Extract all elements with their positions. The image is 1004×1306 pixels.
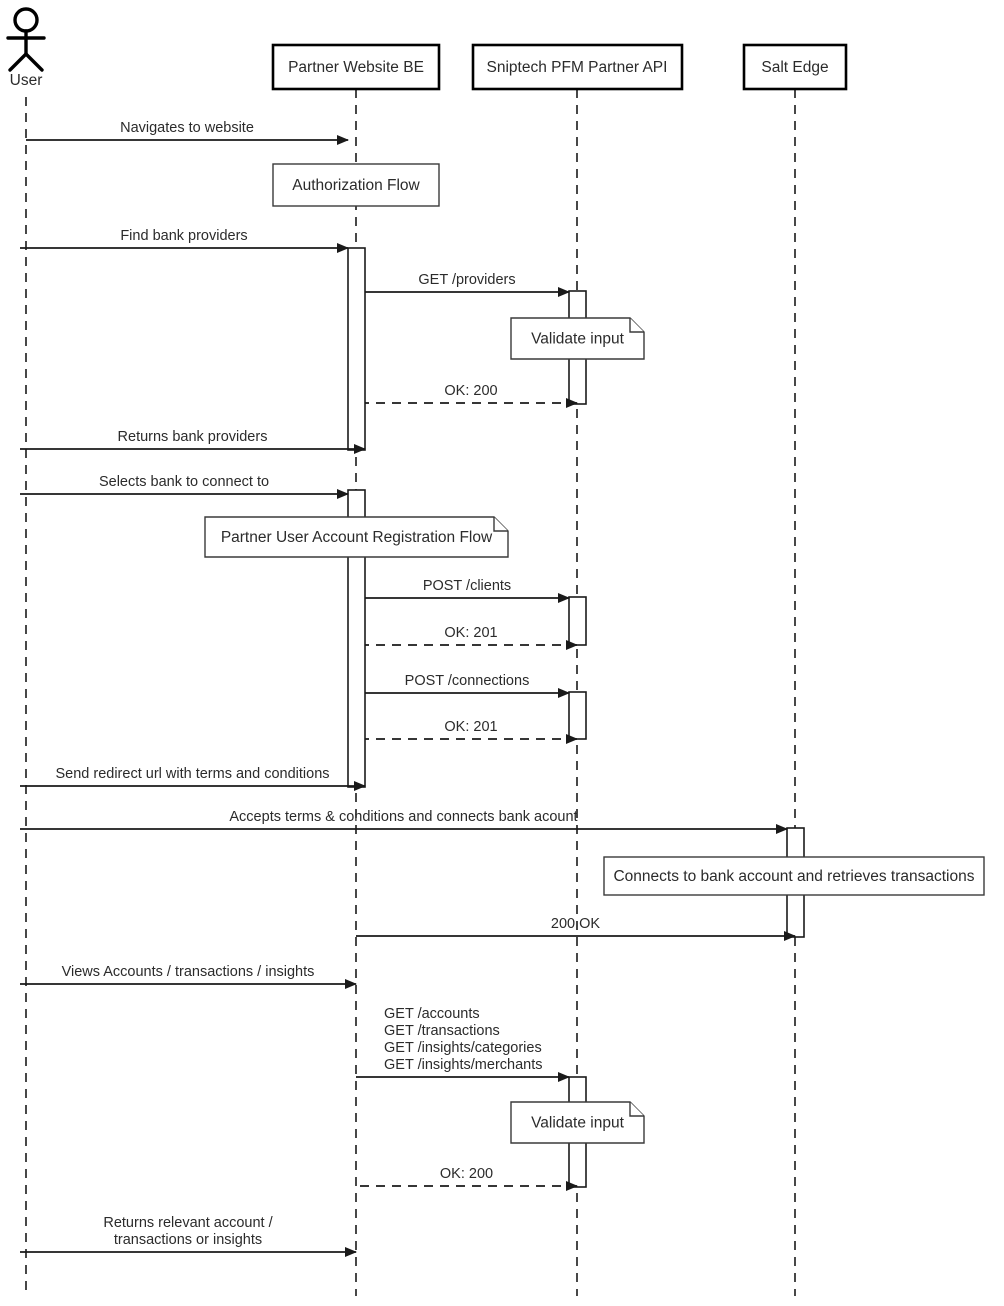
- participant-box-partner[interactable]: [271, 43, 441, 91]
- message-msg-ok-200-a[interactable]: OK: 200: [365, 383, 578, 408]
- message-label-msg-ok-200-b: OK: 200: [440, 1166, 493, 1182]
- message-label-msg-200-ok: 200 OK: [551, 916, 600, 932]
- message-msg-accepts-terms[interactable]: Accepts terms & conditions and connects …: [20, 809, 788, 834]
- note-validate-input-2[interactable]: Validate input: [510, 1101, 645, 1144]
- message-msg-navigates[interactable]: Navigates to website: [26, 120, 349, 145]
- participant-label-sniptech: Sniptech PFM Partner API: [487, 59, 668, 76]
- actor-leg-right-icon: [24, 52, 44, 72]
- message-msg-returns-prov[interactable]: Returns bank providers: [20, 429, 366, 454]
- note-label-registration-flow: Partner User Account Registration Flow: [221, 529, 493, 546]
- participant-label-saltedge: Salt Edge: [761, 59, 828, 76]
- actor-leg-left-icon: [8, 52, 28, 72]
- actor-layer: User: [6, 7, 46, 89]
- message-label-msg-get-batch-line-1: GET /accounts: [384, 1006, 480, 1022]
- message-msg-find-providers[interactable]: Find bank providers: [20, 228, 349, 253]
- participant-box-saltedge[interactable]: [742, 43, 848, 91]
- note-connects-to-bank[interactable]: Connects to bank account and retrieves t…: [603, 856, 985, 896]
- message-label-msg-selects-bank: Selects bank to connect to: [99, 474, 269, 490]
- activation-bar-partner-act-1: [347, 247, 366, 451]
- message-label-msg-get-providers: GET /providers: [418, 272, 515, 288]
- message-label-msg-find-providers: Find bank providers: [120, 228, 247, 244]
- message-msg-get-providers[interactable]: GET /providers: [365, 272, 570, 297]
- activation-bar-sniptech-act-3: [568, 691, 587, 740]
- message-label-msg-post-connections: POST /connections: [405, 673, 530, 689]
- message-msg-200-ok[interactable]: 200 OK: [356, 916, 796, 941]
- note-validate-input-1[interactable]: Validate input: [510, 317, 645, 360]
- activation-bar-sniptech-act-2: [568, 596, 587, 646]
- message-label-msg-ok-201-b: OK: 201: [444, 719, 497, 735]
- note-shape-validate-input-1: [510, 317, 645, 360]
- message-label-msg-get-batch-line-4: GET /insights/merchants: [384, 1057, 543, 1073]
- message-label-msg-redirect-url: Send redirect url with terms and conditi…: [55, 766, 329, 782]
- note-fold-icon-validate-input-1: [629, 318, 644, 333]
- note-shape-authorization-flow: [272, 163, 440, 207]
- message-label-msg-navigates: Navigates to website: [120, 120, 254, 136]
- message-label-msg-accepts-terms: Accepts terms & conditions and connects …: [229, 809, 577, 825]
- message-label-msg-ok-201-a: OK: 201: [444, 625, 497, 641]
- participant-saltedge[interactable]: Salt Edge: [742, 43, 848, 91]
- note-shape-registration-flow: [204, 516, 509, 558]
- note-registration-flow[interactable]: Partner User Account Registration Flow: [204, 516, 509, 558]
- lifelines-layer: [25, 89, 796, 1296]
- message-msg-views-accounts[interactable]: Views Accounts / transactions / insights: [20, 964, 357, 989]
- message-label-msg-ok-200-a: OK: 200: [444, 383, 497, 399]
- note-shape-validate-input-2: [510, 1101, 645, 1144]
- message-msg-post-clients[interactable]: POST /clients: [365, 578, 570, 603]
- note-authorization-flow[interactable]: Authorization Flow: [272, 163, 440, 207]
- note-fold-icon-registration-flow: [493, 517, 508, 532]
- actor-head-icon: [13, 7, 39, 33]
- actor-label-user: User: [10, 72, 43, 89]
- message-msg-ok-200-b[interactable]: OK: 200: [356, 1166, 578, 1191]
- message-label-msg-returns-relevant-line-1: Returns relevant account /: [103, 1215, 273, 1231]
- note-fold-icon-validate-input-2: [629, 1102, 644, 1117]
- participants-layer: Partner Website BE Sniptech PFM Partner A…: [271, 43, 848, 91]
- note-label-validate-input-2: Validate input: [531, 1115, 624, 1132]
- actor-user[interactable]: User: [6, 7, 46, 89]
- message-msg-selects-bank[interactable]: Selects bank to connect to: [20, 474, 349, 499]
- message-label-msg-views-accounts: Views Accounts / transactions / insights: [62, 964, 315, 980]
- participant-partner[interactable]: Partner Website BE: [271, 43, 441, 91]
- message-label-msg-post-clients: POST /clients: [423, 578, 511, 594]
- message-label-msg-returns-prov: Returns bank providers: [118, 429, 268, 445]
- participant-label-partner: Partner Website BE: [288, 59, 424, 76]
- message-msg-redirect-url[interactable]: Send redirect url with terms and conditi…: [20, 766, 366, 791]
- participant-box-sniptech[interactable]: [471, 43, 684, 91]
- message-label-msg-get-batch-line-2: GET /transactions: [384, 1023, 500, 1039]
- participant-sniptech[interactable]: Sniptech PFM Partner API: [471, 43, 684, 91]
- note-shape-connects-to-bank: [603, 856, 985, 896]
- message-msg-ok-201-a[interactable]: OK: 201: [365, 625, 578, 650]
- message-label-msg-returns-relevant-line-2: transactions or insights: [114, 1232, 262, 1248]
- message-msg-post-connections[interactable]: POST /connections: [365, 673, 570, 698]
- note-label-authorization-flow: Authorization Flow: [292, 177, 420, 194]
- message-label-msg-get-batch-line-3: GET /insights/categories: [384, 1040, 542, 1056]
- message-msg-returns-relevant[interactable]: Returns relevant account /transactions o…: [20, 1215, 357, 1257]
- note-label-validate-input-1: Validate input: [531, 331, 624, 348]
- message-msg-ok-201-b[interactable]: OK: 201: [365, 719, 578, 744]
- note-label-connects-to-bank: Connects to bank account and retrieves t…: [613, 868, 974, 885]
